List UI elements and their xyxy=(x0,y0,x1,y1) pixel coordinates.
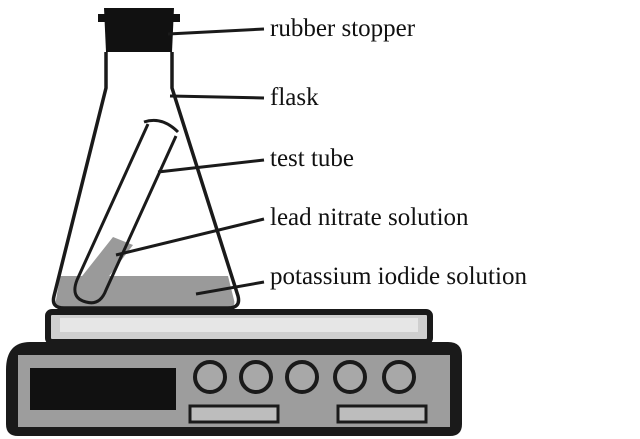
rubber-stopper-rim xyxy=(98,14,180,22)
label-potassium-iodide-solution: potassium iodide solution xyxy=(270,263,527,290)
rubber-stopper xyxy=(98,8,180,52)
label-rubber-stopper: rubber stopper xyxy=(270,15,416,42)
knob-3 xyxy=(285,360,319,394)
flask-outline xyxy=(51,52,241,310)
knob-2 xyxy=(239,360,273,394)
test-tube xyxy=(73,118,180,305)
panel-button-left xyxy=(188,404,280,424)
leader-flask xyxy=(169,94,265,100)
display-screen xyxy=(30,368,176,410)
knob-5 xyxy=(382,360,416,394)
knob-1 xyxy=(193,360,227,394)
leader-test-tube xyxy=(157,158,265,174)
leader-lines xyxy=(115,27,265,296)
test-tube-outline xyxy=(73,123,178,305)
control-knobs xyxy=(193,360,416,394)
lead-nitrate-solution xyxy=(76,237,133,299)
test-tube-lip xyxy=(143,118,180,134)
hot-plate xyxy=(6,309,462,436)
label-test-tube: test tube xyxy=(270,145,355,172)
panel-button-right xyxy=(336,404,428,424)
knob-4 xyxy=(333,360,367,394)
leader-lead-nitrate xyxy=(115,217,265,257)
leader-potassium-iodide xyxy=(195,280,265,296)
leader-rubber-stopper xyxy=(167,27,265,36)
label-flask: flask xyxy=(270,84,319,111)
label-lead-nitrate-solution: lead nitrate solution xyxy=(270,204,469,231)
